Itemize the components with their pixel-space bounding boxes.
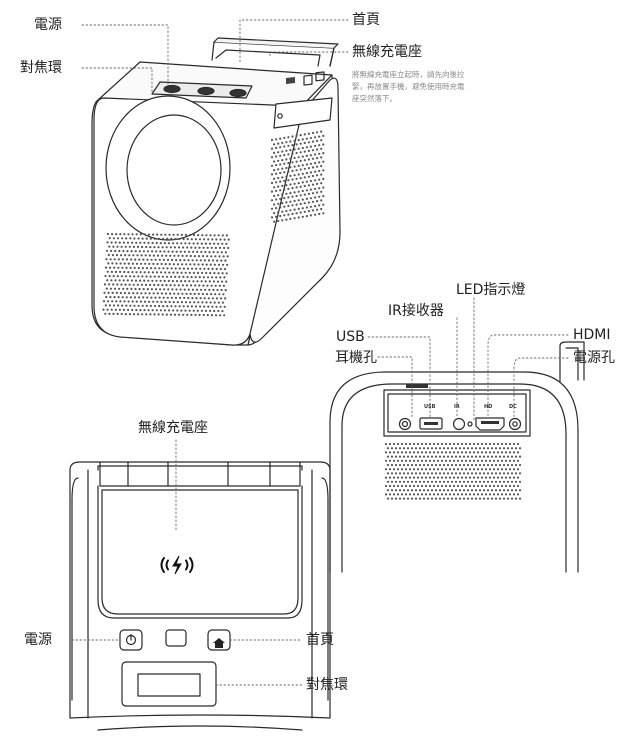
projector-rear-view bbox=[329, 341, 585, 573]
label-power-top: 電源 bbox=[34, 17, 62, 33]
leader-lines-3d bbox=[81, 19, 349, 93]
label-ir-receiver: IR接收器 bbox=[388, 303, 444, 319]
front-speaker-grille bbox=[102, 232, 230, 317]
label-wireless-charger-front: 無線充電座 bbox=[138, 420, 208, 436]
port-mark-hd: HD bbox=[484, 404, 493, 410]
home-icon bbox=[212, 634, 226, 653]
rear-speaker-grille bbox=[384, 442, 522, 500]
label-home-top: 首頁 bbox=[352, 12, 380, 28]
charger-caution-note: 將無線充電座立起時，請先向後拉 緊，再放置手機，避免使用時充電 座突然落下。 bbox=[352, 69, 552, 105]
label-headphone-jack: 耳機孔 bbox=[335, 350, 377, 366]
note-line-1: 將無線充電座立起時，請先向後拉 bbox=[352, 70, 465, 79]
label-wireless-charger-top: 無線充電座 bbox=[352, 44, 422, 60]
leader-lines-rear bbox=[367, 297, 569, 421]
port-mark-dc: DC bbox=[509, 404, 517, 410]
note-line-3: 座突然落下。 bbox=[352, 94, 397, 103]
label-focus-ring-front: 對焦環 bbox=[306, 677, 348, 693]
projector-front-view bbox=[69, 461, 331, 731]
note-line-2: 緊，再放置手機，避免使用時充電 bbox=[352, 82, 465, 91]
label-dc-power-jack: 電源孔 bbox=[573, 350, 615, 366]
label-focus-ring-top: 對焦環 bbox=[20, 60, 62, 76]
label-home-front: 首頁 bbox=[306, 632, 334, 648]
wireless-charging-icon bbox=[157, 554, 197, 580]
port-mark-usb: USB bbox=[424, 404, 436, 410]
port-mark-ir: IR bbox=[454, 404, 460, 410]
projector-3d-view bbox=[91, 37, 341, 346]
leader-lines-front bbox=[71, 439, 303, 686]
label-power-front: 電源 bbox=[24, 632, 52, 648]
label-hdmi: HDMI bbox=[573, 327, 611, 343]
label-led-indicator: LED指示燈 bbox=[456, 282, 526, 298]
label-usb: USB bbox=[336, 329, 365, 345]
side-speaker-grille bbox=[270, 130, 325, 223]
